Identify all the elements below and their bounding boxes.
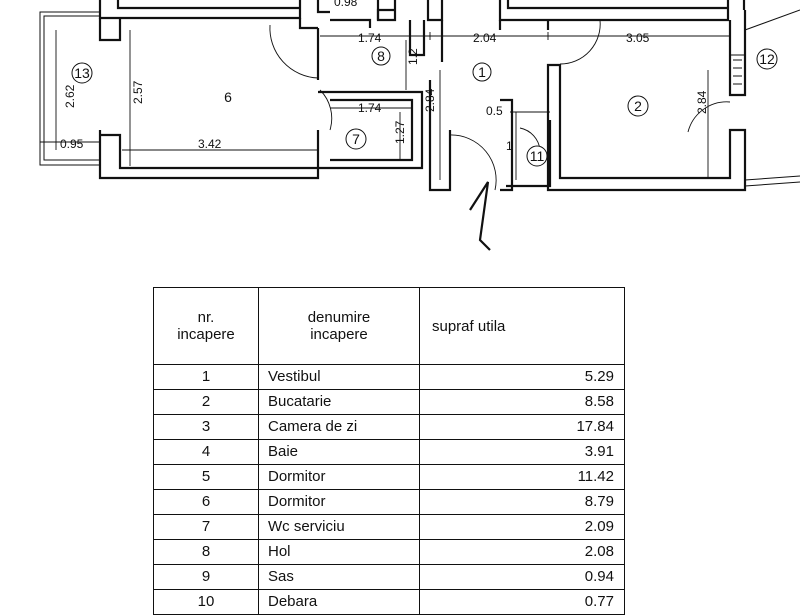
- dim-284-right: 2.84: [695, 90, 709, 114]
- cell-area: 8.79: [419, 489, 625, 515]
- svg-text:12: 12: [759, 51, 775, 67]
- svg-text:7: 7: [352, 131, 360, 147]
- cell-area: 8.58: [419, 389, 625, 415]
- cell-name: Debara: [258, 589, 420, 615]
- room-1-walls: [428, 20, 552, 192]
- cell-nr: 8: [153, 539, 259, 565]
- room-13-marker: 13: [71, 62, 93, 84]
- cell-nr: 4: [153, 439, 259, 465]
- cell-nr: 5: [153, 464, 259, 490]
- dim-1: 1: [506, 139, 513, 153]
- floor-plan: 0.98 1.74 2.04 3.05 1.2 2.62 2.57 0.95 3…: [39, 0, 800, 251]
- table-header-row: nr. incapere denumire incapere supraf ut…: [153, 287, 625, 365]
- cell-name: Wc serviciu: [258, 514, 420, 540]
- cell-area: 2.08: [419, 539, 625, 565]
- cell-name: Vestibul: [258, 364, 420, 390]
- entrance-arrow-icon: [469, 181, 491, 251]
- cell-name: Camera de zi: [258, 414, 420, 440]
- room-2-marker: 2: [627, 95, 649, 117]
- svg-text:1: 1: [478, 64, 486, 80]
- room-area-table: nr. incapere denumire incapere supraf ut…: [153, 287, 625, 615]
- cell-area: 17.84: [419, 414, 625, 440]
- cell-name: Hol: [258, 539, 420, 565]
- svg-text:13: 13: [74, 65, 90, 81]
- cell-nr: 1: [153, 364, 259, 390]
- dim-174-wc: 1.74: [358, 101, 382, 115]
- dim-204: 2.04: [473, 31, 497, 45]
- dimension-lines: [40, 30, 731, 180]
- svg-text:2: 2: [634, 98, 642, 114]
- dim-305: 3.05: [626, 31, 650, 45]
- dim-174-top: 1.74: [358, 31, 382, 45]
- room-2-walls: [546, 10, 747, 192]
- room-1-marker: 1: [472, 62, 492, 82]
- room-7-walls: [318, 8, 426, 170]
- dim-257: 2.57: [131, 80, 145, 104]
- cell-name: Bucatarie: [258, 389, 420, 415]
- doors: [269, 19, 731, 191]
- room-7-marker: 7: [345, 128, 367, 150]
- cell-area: 3.91: [419, 439, 625, 465]
- svg-text:8: 8: [377, 48, 385, 64]
- balcony-12: [744, 9, 800, 187]
- cell-nr: 6: [153, 489, 259, 515]
- cell-name: Sas: [258, 564, 420, 590]
- cell-nr: 7: [153, 514, 259, 540]
- header-name: denumire incapere: [258, 287, 420, 365]
- upper-walls: [98, 0, 746, 22]
- cell-area: 2.09: [419, 514, 625, 540]
- room-12-marker: 12: [756, 48, 778, 70]
- cell-name: Dormitor: [258, 489, 420, 515]
- dim-12: 1.2: [406, 48, 420, 65]
- dim-262: 2.62: [63, 84, 77, 108]
- header-area: supraf utila: [419, 287, 625, 365]
- cell-nr: 3: [153, 414, 259, 440]
- dim-284-left: 2.84: [423, 88, 437, 112]
- room-8-marker: 8: [371, 46, 391, 66]
- dim-top-cut: 0.98: [334, 0, 358, 9]
- svg-text:6: 6: [224, 89, 232, 105]
- dim-05: 0.5: [486, 104, 503, 118]
- svg-text:11: 11: [530, 148, 545, 164]
- cell-area: 5.29: [419, 364, 625, 390]
- cell-nr: 10: [153, 589, 259, 615]
- room-6-marker: 6: [224, 89, 232, 105]
- cell-nr: 9: [153, 564, 259, 590]
- cell-name: Dormitor: [258, 464, 420, 490]
- cell-name: Baie: [258, 439, 420, 465]
- cell-area: 11.42: [419, 464, 625, 490]
- cell-area: 0.77: [419, 589, 625, 615]
- cell-area: 0.94: [419, 564, 625, 590]
- balcony-13: [39, 11, 100, 166]
- dim-127: 1.27: [393, 120, 407, 144]
- cell-nr: 2: [153, 389, 259, 415]
- dim-095: 0.95: [60, 137, 84, 151]
- header-nr: nr. incapere: [153, 287, 259, 365]
- dim-342: 3.42: [198, 137, 222, 151]
- room-11-marker: 11: [526, 145, 548, 167]
